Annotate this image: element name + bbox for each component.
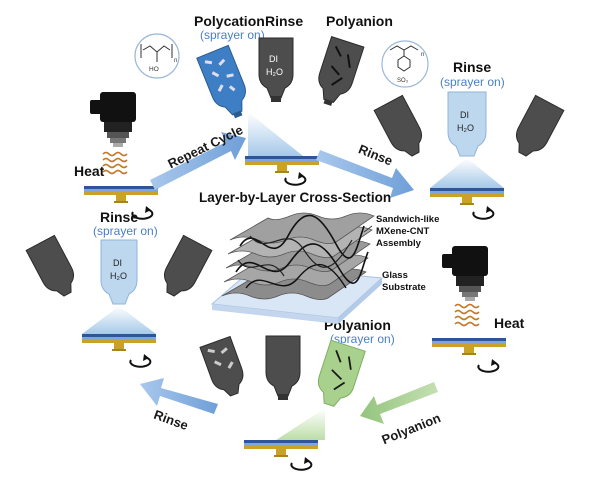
bottom-rinse-nozzle: [265, 335, 301, 401]
assembly-label-line2: MXene-CNT: [376, 226, 430, 237]
polyanion-lower-arrow: Polyanion: [360, 382, 443, 447]
rinse-right-h2o: H₂O: [457, 123, 474, 133]
rinse-left-di-nozzle: [100, 239, 138, 305]
heat-left-label: Heat: [74, 163, 105, 179]
polyanion-bottom-spray-cone: [276, 408, 325, 440]
mxene-cnt-layers: [221, 212, 375, 300]
polyanion-bottom-substrate: [244, 440, 318, 457]
rinse-right-rotate-icon: [472, 205, 495, 220]
polycation-nozzle: [196, 44, 246, 119]
polycation-label: Polycation: [194, 13, 265, 29]
heat-right-rotate-icon: [477, 358, 500, 373]
rinse-right-dark-nozzle-left: [373, 94, 423, 157]
rinse-right-spray-cone: [430, 158, 504, 188]
polyanion-bottom-sprayer-on: (sprayer on): [330, 332, 395, 346]
rinse-top-station: Rinse DI H₂O: [258, 13, 303, 103]
polycation-molecule-n: n: [174, 58, 177, 64]
heat-right-waves-icon: [454, 303, 480, 327]
bottom-cation-nozzle: [199, 335, 244, 397]
polycation-sprayer-on: (sprayer on): [200, 28, 265, 42]
polyanion-molecule-circle: [381, 40, 429, 88]
rinse-right-di-nozzle: [447, 91, 487, 157]
rinse-right-substrate: [430, 188, 504, 205]
assembly-label-line1: Sandwich-like: [376, 214, 439, 225]
rinse-upper-label: Rinse: [356, 141, 394, 168]
heat-right-heater-icon: [442, 246, 488, 301]
repeat-cycle-arrow: Repeat Cycle: [150, 122, 246, 190]
polyanion-top-station: Polyanion SO₃ n: [318, 13, 429, 106]
rinse-right-label: Rinse: [453, 59, 491, 75]
rinse-left-di: DI: [113, 258, 122, 268]
rinse-right-sprayer-on: (sprayer on): [440, 75, 505, 89]
polyanion-bottom-rotate-icon: [290, 456, 313, 471]
polyanion-molecule-so3: SO₃: [397, 78, 409, 84]
polycation-molecule-ho: HO: [149, 66, 159, 73]
polyanion-lower-label: Polyanion: [379, 410, 442, 447]
rinse-left-dark-nozzle-right: [163, 234, 213, 297]
substrate-label-line2: Substrate: [382, 282, 426, 293]
cross-section: Layer-by-Layer Cross-Section Sandwich-li…: [199, 190, 439, 324]
rinse-lower-arrow: Rinse: [140, 378, 218, 433]
polyanion-bottom-station: Polyanion (sprayer on): [199, 317, 395, 471]
polycation-spray-cone: [248, 112, 303, 156]
rinse-top-label: Rinse: [265, 13, 303, 29]
rinse-left-h2o: H₂O: [110, 271, 127, 281]
rinse-left-dark-nozzle-left: [25, 234, 75, 297]
polyanion-molecule-n: n: [421, 52, 424, 58]
heat-right-station: Heat: [432, 246, 525, 373]
heat-right-label: Heat: [494, 315, 525, 331]
rinse-left-spray-cone: [82, 306, 156, 334]
polycation-station: HO n Polycation (sprayer on): [134, 13, 319, 186]
polycation-rotate-icon: [284, 171, 307, 186]
rinse-left-sprayer-on: (sprayer on): [93, 224, 158, 238]
assembly-label-line3: Assembly: [376, 238, 422, 249]
substrate-label-line1: Glass: [382, 270, 408, 281]
heat-left-station: Heat: [74, 92, 158, 220]
heat-left-waves-icon: [102, 151, 128, 175]
polyanion-bottom-nozzle: [317, 339, 366, 407]
rinse-top-di: DI: [269, 54, 278, 64]
rinse-left-substrate: [82, 334, 156, 351]
rinse-top-h2o: H₂O: [266, 67, 283, 77]
rinse-left-rotate-icon: [129, 353, 152, 368]
polyanion-top-label: Polyanion: [326, 13, 393, 29]
rinse-left-label: Rinse: [100, 209, 138, 225]
cross-section-title: Layer-by-Layer Cross-Section: [199, 190, 391, 205]
heat-left-substrate: [84, 186, 158, 203]
rinse-left-station: Rinse (sprayer on) DI H₂O: [25, 209, 213, 368]
rinse-right-station: Rinse (sprayer on) DI H₂O: [373, 59, 565, 220]
heat-left-heater-icon: [90, 92, 136, 147]
polyanion-top-nozzle: [318, 35, 365, 106]
rinse-right-dark-nozzle-right: [515, 94, 565, 157]
rinse-lower-label: Rinse: [152, 407, 190, 433]
heat-right-substrate: [432, 338, 506, 355]
rinse-right-di: DI: [460, 110, 469, 120]
polycation-substrate: [245, 156, 319, 173]
